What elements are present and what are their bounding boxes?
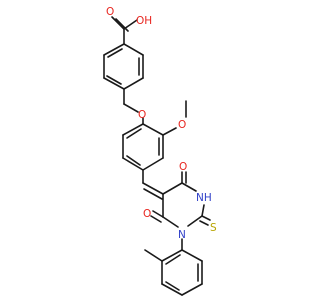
acid-oxygen-label: O [106,6,114,18]
bond [106,75,122,85]
bond [126,128,142,139]
amide-nitrogen-label: NH [196,192,212,204]
bond [142,157,164,171]
bond [142,182,164,195]
bond [103,77,125,90]
carbonyl-oxygen-top-label: O [179,161,187,173]
bond [123,43,144,56]
methoxy-oxygen-label: O [178,119,186,131]
bond [199,220,209,226]
bond [201,215,211,221]
bond [181,283,203,296]
bond [123,77,144,90]
methoxy-group [162,100,187,136]
bond [115,18,129,32]
bond [144,249,163,262]
methoxyphenyl-ring [122,117,164,171]
bond [161,283,183,296]
carboxylic-acid [111,16,138,45]
bond [162,127,177,136]
benzoic-ring [103,43,144,90]
thiobarbiturate-ring [162,182,205,228]
bond [150,215,162,223]
bond [162,216,179,228]
carbonyl-groups [150,171,211,226]
bond [123,103,139,113]
carbonyl-oxygen-bottom-label: O [143,208,151,220]
structure-drawing: O OH O O O NH O N S [103,6,217,296]
bond [123,19,138,30]
bond [187,215,203,227]
thione-sulfur-label: S [210,222,217,234]
bond [161,249,183,262]
bond [122,123,144,136]
bond [181,249,203,262]
bond [162,182,183,195]
bond [165,281,180,291]
acid-hydroxyl-label: OH [136,15,152,27]
bond [165,254,181,265]
bond [103,43,125,56]
bond [181,182,197,192]
ring-nitrogen-label: N [178,229,186,241]
ether-oxygen-label: O [138,109,146,121]
methylene-linker [123,88,139,113]
bond [122,157,144,171]
atom-labels: O OH O O O NH O N S [106,6,217,241]
bond [126,155,141,166]
bond [111,16,125,30]
bond [152,210,164,218]
bond [107,48,123,58]
bond [142,123,164,136]
molecule-diagram: O OH O O O NH O N S [103,6,217,296]
bond [143,188,163,200]
methylidene-bridge [142,169,164,200]
tolyl-ring [144,249,203,296]
bond [201,204,205,217]
